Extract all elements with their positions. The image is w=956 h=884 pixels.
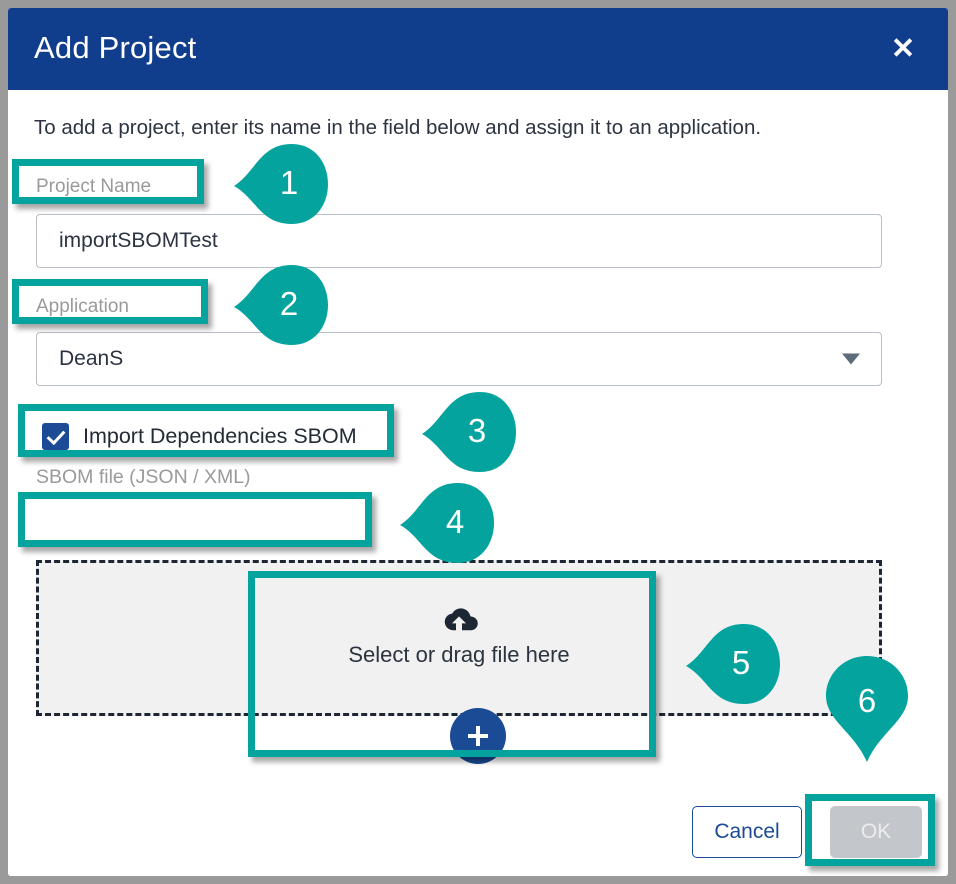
- application-select-wrap: DeanS: [36, 332, 882, 386]
- add-project-dialog: Add Project ✕ To add a project, enter it…: [8, 8, 948, 876]
- import-dependencies-checkbox[interactable]: Import Dependencies SBOM: [42, 423, 357, 450]
- add-file-button[interactable]: [450, 708, 506, 764]
- project-name-label: Project Name: [36, 176, 152, 197]
- sbom-file-label: SBOM file (JSON / XML): [36, 466, 251, 488]
- checkbox-checked-icon[interactable]: [42, 423, 69, 450]
- application-select[interactable]: DeanS: [36, 332, 882, 386]
- page-title: Add Project: [34, 30, 197, 65]
- file-dropzone[interactable]: Select or drag file here: [36, 560, 882, 716]
- cloud-upload-icon: [444, 608, 478, 631]
- dialog-header: Add Project ✕: [8, 8, 948, 90]
- application-label: Application: [36, 296, 129, 317]
- dropzone-text: Select or drag file here: [348, 642, 570, 667]
- chevron-down-icon[interactable]: [842, 353, 860, 365]
- dialog-body: To add a project, enter its name in the …: [8, 90, 948, 876]
- project-name-input[interactable]: [36, 214, 882, 268]
- ok-button: OK: [830, 806, 922, 858]
- cancel-button[interactable]: Cancel: [692, 806, 802, 858]
- close-icon[interactable]: ✕: [890, 33, 916, 65]
- import-dependencies-label: Import Dependencies SBOM: [83, 424, 357, 448]
- application-selected-value: DeanS: [59, 347, 124, 370]
- intro-text: To add a project, enter its name in the …: [34, 116, 762, 139]
- plus-icon: [468, 726, 488, 746]
